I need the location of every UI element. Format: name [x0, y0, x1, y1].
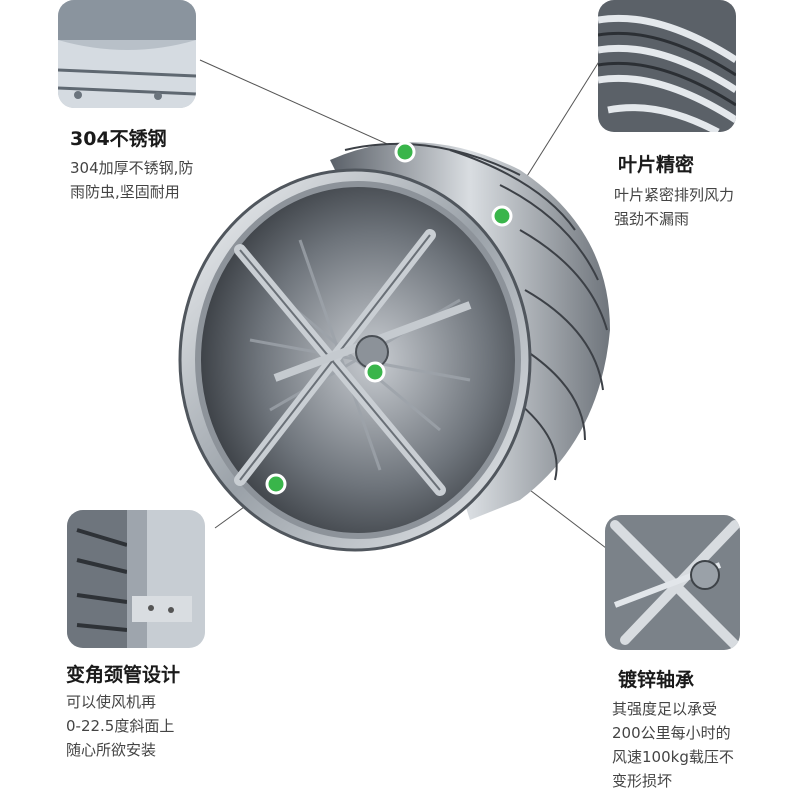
green-dot-markers [265, 141, 513, 495]
steel-feature-title: 304不锈钢 [70, 128, 167, 150]
neck-detail-image [67, 510, 205, 648]
bearing-feature-desc-line-3: 风速100kg载压不 [612, 748, 734, 766]
neck-feature-desc-line-1: 可以使风机再 [66, 693, 157, 711]
bearing-feature-desc-line-4: 变形损坏 [612, 772, 673, 790]
neck-feature-title: 变角颈管设计 [66, 664, 181, 686]
bearing-detail-image [605, 515, 740, 650]
bearing-feature-desc-line-2: 200公里每小时的 [612, 724, 731, 742]
steel-feature-desc-line-1: 304加厚不锈钢,防 [70, 159, 194, 177]
blades-feature-desc-line-2: 强劲不漏雨 [614, 210, 690, 228]
bearing-feature-desc-line-1: 其强度足以承受 [612, 700, 718, 718]
blades-feature-desc-line-1: 叶片紧密排列风力 [614, 186, 735, 204]
steel-feature-desc-line-2: 雨防虫,坚固耐用 [70, 183, 180, 201]
blades-detail-image [598, 0, 736, 132]
steel-detail-image [58, 0, 196, 108]
bearing-feature-title: 镀锌轴承 [618, 669, 695, 691]
blades-feature-title: 叶片精密 [618, 154, 695, 176]
neck-feature-desc-line-2: 0-22.5度斜面上 [66, 717, 175, 735]
neck-feature-desc-line-3: 随心所欲安装 [66, 741, 157, 759]
